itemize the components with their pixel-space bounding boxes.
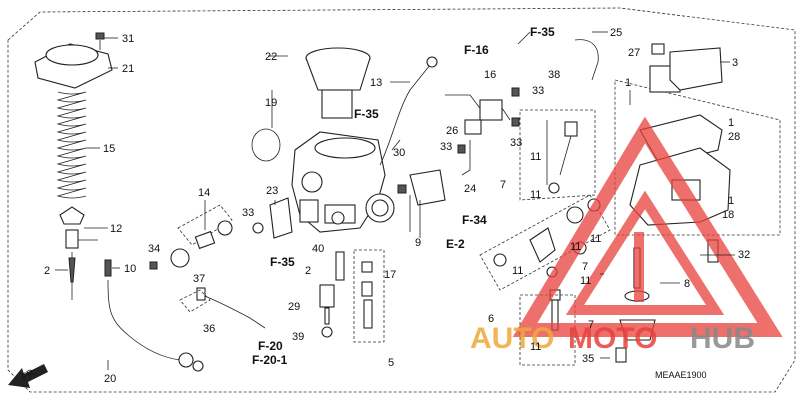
top-cover <box>34 32 113 89</box>
fuel-tube <box>196 287 266 329</box>
callout-33-left: 33 <box>242 207 254 219</box>
callout-37: 37 <box>193 273 205 285</box>
callout-7-mid: 7 <box>582 261 588 273</box>
ref-f16: F-16 <box>464 43 489 57</box>
callout-14: 14 <box>198 187 210 199</box>
spring <box>56 91 87 199</box>
callout-12: 12 <box>110 223 122 235</box>
front-direction-arrow <box>8 364 48 388</box>
callout-13: 13 <box>370 77 382 89</box>
ref-f35-left: F-35 <box>270 255 295 269</box>
callout-2-center: 2 <box>305 265 311 277</box>
callout-11-c: 11 <box>570 241 581 253</box>
choke-assembly <box>149 204 264 270</box>
watermark-logo <box>512 116 783 337</box>
callout-5: 5 <box>388 357 394 369</box>
callout-1-lower: 1 <box>728 195 734 207</box>
watermark-text-auto: AUTO <box>470 322 554 355</box>
watermark-text-hub: HUB <box>690 322 755 355</box>
front-direction-label: FR. <box>20 366 38 382</box>
callout-29: 29 <box>288 301 300 313</box>
callout-16: 16 <box>484 69 496 81</box>
callout-27: 27 <box>628 47 640 59</box>
air-vent-hose <box>574 39 723 93</box>
callout-11-a: 11 <box>530 189 541 201</box>
wire-harness <box>445 87 520 176</box>
callout-11-f: 11 <box>580 275 591 287</box>
ref-f20: F-20 <box>258 339 283 353</box>
callout-9: 9 <box>415 237 421 249</box>
vacuum-chamber <box>305 47 371 119</box>
callout-1-right: 1 <box>728 117 734 129</box>
callout-10: 10 <box>124 263 136 275</box>
callout-33-top: 33 <box>532 85 544 97</box>
callout-19: 19 <box>265 97 277 109</box>
callout-34: 34 <box>148 243 160 255</box>
callout-33-mid: 33 <box>440 141 452 153</box>
callout-11-b: 11 <box>530 151 541 163</box>
callout-11-d: 11 <box>590 233 601 245</box>
callout-15: 15 <box>103 143 115 155</box>
bracket-23 <box>269 197 293 239</box>
callout-1-top: 1 <box>625 77 631 89</box>
jet-stack <box>319 249 385 343</box>
callout-25: 25 <box>610 27 622 39</box>
o-ring <box>251 128 281 162</box>
callout-40: 40 <box>312 243 324 255</box>
callout-24: 24 <box>464 183 476 195</box>
float-pin-group <box>519 109 596 201</box>
callout-7-top: 7 <box>500 179 506 191</box>
callout-18: 18 <box>722 209 734 221</box>
callout-22: 22 <box>265 51 277 63</box>
drain-hose <box>379 56 438 166</box>
carburetor-body <box>291 131 395 233</box>
callout-33-right: 33 <box>510 137 522 149</box>
callout-11-g: 11 <box>530 341 541 353</box>
callout-35: 35 <box>582 353 594 365</box>
throttle-cable <box>104 259 204 372</box>
float-group <box>479 194 611 291</box>
callout-6: 6 <box>488 313 494 325</box>
callout-31: 31 <box>122 33 134 45</box>
callout-17: 17 <box>384 269 396 281</box>
callout-11-e: 11 <box>512 265 523 277</box>
callout-3: 3 <box>732 57 738 69</box>
callout-32: 32 <box>738 249 750 261</box>
callout-21: 21 <box>122 63 134 75</box>
callout-26: 26 <box>446 125 458 137</box>
float-needle-parts <box>546 120 578 194</box>
callout-39: 39 <box>292 331 304 343</box>
watermark-text-moto: MOTO <box>568 322 657 355</box>
callout-38: 38 <box>548 69 560 81</box>
ref-f35-top: F-35 <box>530 25 555 39</box>
callout-30: 30 <box>393 147 405 159</box>
callout-20: 20 <box>104 373 116 385</box>
callout-23: 23 <box>266 185 278 197</box>
callout-8: 8 <box>684 278 690 290</box>
diagram-code: MEAAE1900 <box>655 370 707 380</box>
callout-2-left: 2 <box>44 265 50 277</box>
callout-36: 36 <box>203 323 215 335</box>
needle-jet-holder <box>59 206 85 300</box>
dashed-group <box>179 289 211 313</box>
ref-f20-1: F-20-1 <box>252 353 288 367</box>
callout-28: 28 <box>728 131 740 143</box>
leader-lines <box>55 31 735 370</box>
callout-7-bottom: 7 <box>588 319 594 331</box>
ref-f34: F-34 <box>462 213 487 227</box>
ref-f35-mid: F-35 <box>354 107 379 121</box>
throttle-bracket <box>397 169 446 238</box>
ref-e2: E-2 <box>446 237 465 251</box>
